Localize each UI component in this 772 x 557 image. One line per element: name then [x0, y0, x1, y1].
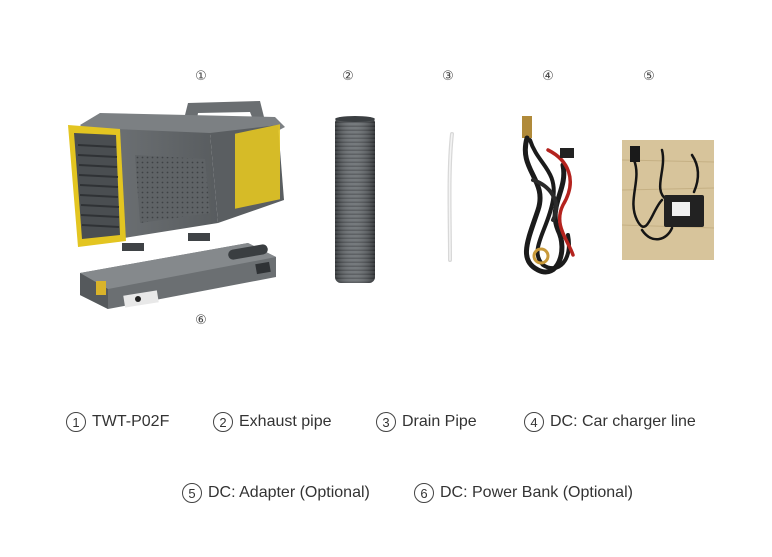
caption-item-4: 4 DC: Car charger line: [524, 412, 696, 432]
caption-label-3: Drain Pipe: [402, 413, 477, 430]
caption-label-5: DC: Adapter (Optional): [208, 484, 370, 501]
marker-6: ⑥: [195, 313, 207, 328]
caption-item-5: 5 DC: Adapter (Optional): [182, 483, 370, 503]
caption-item-1: 1 TWT-P02F: [66, 412, 169, 432]
caption-item-6: 6 DC: Power Bank (Optional): [414, 483, 633, 503]
circle-number-1: 1: [66, 412, 86, 432]
circle-number-5: 5: [182, 483, 202, 503]
power-adapter-icon: [621, 140, 715, 260]
circle-number-2: 2: [213, 412, 233, 432]
marker-4: ④: [542, 69, 554, 84]
caption-item-2: 2 Exhaust pipe: [213, 412, 332, 432]
marker-3: ③: [442, 69, 454, 84]
marker-5: ⑤: [643, 69, 655, 84]
air-conditioner-unit-icon: [60, 95, 290, 255]
marker-1: ①: [195, 69, 207, 84]
car-charger-cable-icon: [508, 110, 586, 285]
caption-item-3: 3 Drain Pipe: [376, 412, 477, 432]
drain-pipe-icon: [440, 130, 460, 265]
caption-label-6: DC: Power Bank (Optional): [440, 484, 633, 501]
caption-label-2: Exhaust pipe: [239, 413, 332, 430]
caption-label-4: DC: Car charger line: [550, 413, 696, 430]
circle-number-4: 4: [524, 412, 544, 432]
circle-number-3: 3: [376, 412, 396, 432]
marker-2: ②: [342, 69, 354, 84]
exhaust-pipe-icon: [333, 115, 377, 285]
power-bank-icon: [78, 235, 278, 315]
caption-label-1: TWT-P02F: [92, 413, 170, 430]
circle-number-6: 6: [414, 483, 434, 503]
